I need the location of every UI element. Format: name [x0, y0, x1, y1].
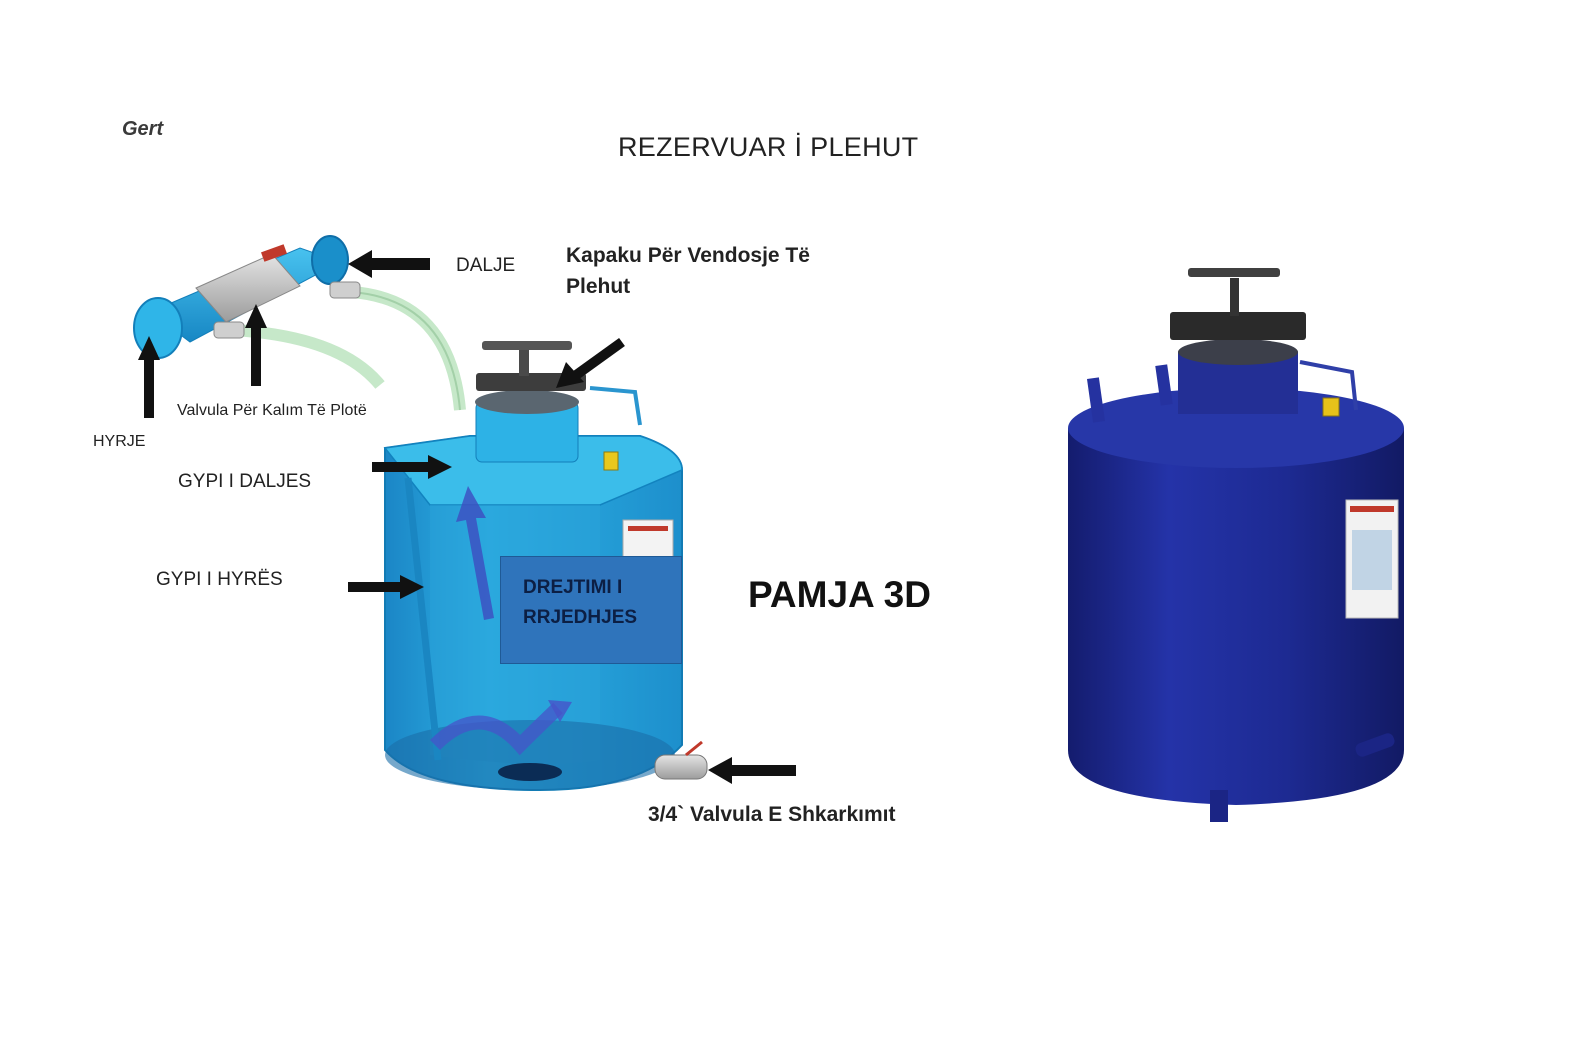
label-pamja-3d: PAMJA 3D	[748, 574, 931, 615]
page-title: REZERVUAR İ PLEHUT	[618, 132, 919, 162]
label-valvula-kalim: Valvula Për Kalım Të Plotë	[177, 402, 367, 419]
arrow-diagonal-icon	[556, 337, 625, 388]
label-hyrje: HYRJE	[93, 433, 146, 450]
flow-direction-box: DREJTIMI I RRJEDHJES	[500, 556, 682, 664]
label-dalje: DALJE	[456, 255, 516, 276]
arrow-right-icon	[372, 455, 452, 479]
label-drejtimi: DREJTIMI I RRJEDHJES	[523, 577, 638, 628]
pointer-arrows	[138, 250, 796, 784]
outlet-hose	[351, 286, 466, 411]
brand-logo: Gert	[122, 118, 164, 140]
label-gypi-daljes: GYPI I DALJES	[178, 471, 312, 492]
label-valvula-shkarkimit: 3/4` Valvula E Shkarkımıt	[648, 803, 896, 826]
label-gypi-hyres: GYPI I HYRËS	[156, 569, 283, 590]
arrow-right-icon	[348, 575, 424, 599]
tank-3d	[1068, 268, 1404, 822]
label-kapaku: Kapaku Për Vendosje Të Plehut	[566, 244, 810, 298]
pipe-assembly	[133, 235, 361, 359]
arrow-left-icon	[348, 250, 430, 278]
arrow-left-icon	[708, 757, 796, 784]
arrow-up-icon	[245, 304, 267, 386]
arrow-up-icon	[138, 336, 160, 418]
